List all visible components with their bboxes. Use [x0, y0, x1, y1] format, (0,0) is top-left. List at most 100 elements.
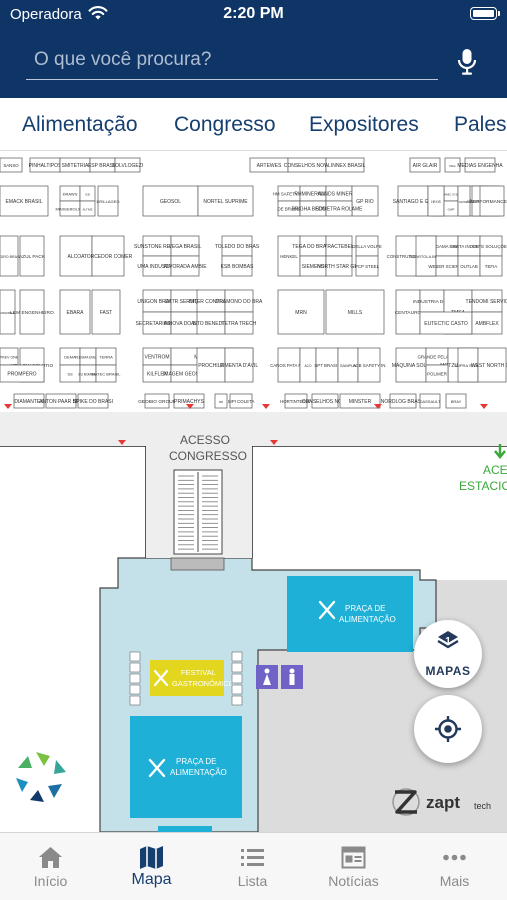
layers-icon: [437, 631, 459, 649]
tabbar-item-inicio[interactable]: Início: [0, 833, 101, 900]
booth-label: LEM ENGENHEIRO: [10, 310, 54, 316]
exhibitor-booth[interactable]: [409, 157, 441, 173]
exhibitor-booth[interactable]: [419, 393, 441, 409]
my-location-button[interactable]: [414, 695, 482, 763]
exhibitor-booth[interactable]: [325, 157, 365, 173]
exhibitor-booth[interactable]: [214, 393, 228, 409]
food-court-2-label: ALIMENTAÇÃO: [170, 768, 227, 777]
maps-layer-button[interactable]: 1 MAPAS: [414, 620, 482, 688]
exhibitor-booth[interactable]: [444, 157, 461, 173]
arrow-down-icon: [480, 404, 488, 409]
exhibitor-booth[interactable]: [59, 289, 91, 335]
exhibitor-booth[interactable]: [95, 364, 117, 383]
tab-expositores[interactable]: Expositores: [309, 113, 419, 136]
booth-label: DELLA VOLPE: [352, 244, 382, 249]
exhibitor-booth[interactable]: [355, 255, 379, 277]
category-tabs: Alimentação Congresso Expositores Pales: [0, 98, 507, 150]
exhibitor-booth[interactable]: [325, 200, 353, 217]
exhibitor-booth[interactable]: [173, 393, 205, 409]
booth-label: MRN: [295, 310, 307, 316]
acesso-estacionamento-label: ACES: [483, 463, 507, 477]
exhibitor-booth[interactable]: [221, 255, 253, 277]
exhibitor-booth[interactable]: [170, 255, 200, 277]
exhibitor-booth[interactable]: [224, 311, 254, 335]
exhibitor-booth[interactable]: [445, 393, 467, 409]
exhibitor-booth[interactable]: [0, 235, 19, 277]
arrow-down-icon: [4, 404, 12, 409]
exhibitor-booth[interactable]: [13, 393, 45, 409]
exhibitor-booth[interactable]: [144, 393, 170, 409]
exhibitor-booth[interactable]: [325, 289, 385, 335]
exhibitor-booth[interactable]: [196, 347, 226, 383]
exhibitor-booth[interactable]: [19, 289, 45, 335]
exhibitor-booth[interactable]: [0, 157, 23, 173]
exhibitor-booth[interactable]: [91, 289, 121, 335]
exhibitor-booth[interactable]: [229, 393, 253, 409]
exhibitor-booth[interactable]: [197, 185, 254, 217]
arrow-down-icon: [270, 440, 278, 445]
table: [129, 673, 141, 684]
exhibitor-booth[interactable]: [45, 393, 77, 409]
booth-label: MINSTER: [349, 399, 372, 405]
exhibitor-booth[interactable]: [325, 255, 353, 277]
exhibitor-booth[interactable]: [357, 347, 381, 383]
exhibitor-booth[interactable]: [91, 235, 125, 277]
exhibitor-booth[interactable]: [97, 185, 119, 217]
exhibitor-booth[interactable]: [277, 289, 325, 335]
booth-label: WEST NORTH DO: [471, 363, 507, 369]
exhibitor-booth[interactable]: [59, 235, 93, 277]
exhibitor-booth[interactable]: [395, 289, 421, 335]
exhibitor-booth[interactable]: [395, 347, 427, 383]
exhibitor-booth[interactable]: [479, 255, 503, 277]
booth-label: FAST: [100, 310, 113, 316]
tabbar-item-lista[interactable]: Lista: [202, 833, 303, 900]
booth-label: PINHALTIPOS: [29, 163, 62, 169]
tab-congresso[interactable]: Congresso: [174, 113, 276, 136]
exhibitor-booth[interactable]: [351, 185, 379, 217]
exhibitor-booth[interactable]: [114, 157, 141, 173]
booth-label: SA GAMA BRASIL: [429, 244, 466, 249]
booth-label: INNOVA DO BRAS: [164, 321, 207, 327]
exhibitor-booth[interactable]: [457, 185, 471, 217]
exhibitor-booth[interactable]: [0, 364, 45, 383]
exhibitor-booth[interactable]: [311, 393, 339, 409]
maps-badge-number: 1: [445, 636, 451, 647]
exhibitor-booth[interactable]: [0, 185, 49, 217]
tab-palestras[interactable]: Pales: [454, 113, 507, 136]
search-input[interactable]: [26, 40, 438, 79]
tabbar-item-noticias[interactable]: Notícias: [303, 833, 404, 900]
carrier-name: Operadora: [10, 6, 82, 23]
booth-label: BRAY: [451, 399, 462, 404]
exhibitor-booth[interactable]: [425, 364, 449, 383]
exhibitor-booth[interactable]: [479, 185, 505, 217]
exhibitor-booth[interactable]: [224, 347, 254, 383]
food-court-1[interactable]: [287, 576, 413, 652]
exhibitor-booth[interactable]: [77, 393, 109, 409]
exhibitor-booth[interactable]: [284, 393, 308, 409]
search-field[interactable]: [26, 40, 438, 80]
tab-alimentacao[interactable]: Alimentação: [22, 113, 138, 136]
microphone-icon[interactable]: [456, 48, 478, 76]
exhibitor-booth[interactable]: [19, 235, 45, 277]
exhibitor-booth[interactable]: [0, 289, 16, 335]
exhibitor-booth[interactable]: [471, 311, 503, 335]
tabbar-item-mais[interactable]: Mais: [404, 833, 505, 900]
exhibitor-booth[interactable]: [477, 347, 507, 383]
exhibitor-booth[interactable]: [339, 393, 381, 409]
exhibitor-booth[interactable]: [142, 185, 199, 217]
exhibitor-booth[interactable]: [397, 185, 429, 217]
tabbar-item-mapa[interactable]: Mapa: [101, 833, 202, 900]
exhibitor-booth[interactable]: [79, 200, 96, 217]
booth-label: SOLVLOGEZI: [112, 163, 143, 169]
exhibitor-booth[interactable]: [389, 393, 417, 409]
exhibitor-booth[interactable]: [464, 157, 496, 173]
booth-label: PCP STEEL: [355, 264, 380, 269]
tabbar-label: Início: [33, 873, 68, 889]
booth-label: EBARA: [67, 310, 85, 316]
entrance-steps: [170, 557, 225, 571]
crosshair-icon: [435, 716, 461, 742]
booth-label: PERFORMANCE TE: [470, 199, 507, 205]
food-court-2[interactable]: [130, 716, 242, 818]
